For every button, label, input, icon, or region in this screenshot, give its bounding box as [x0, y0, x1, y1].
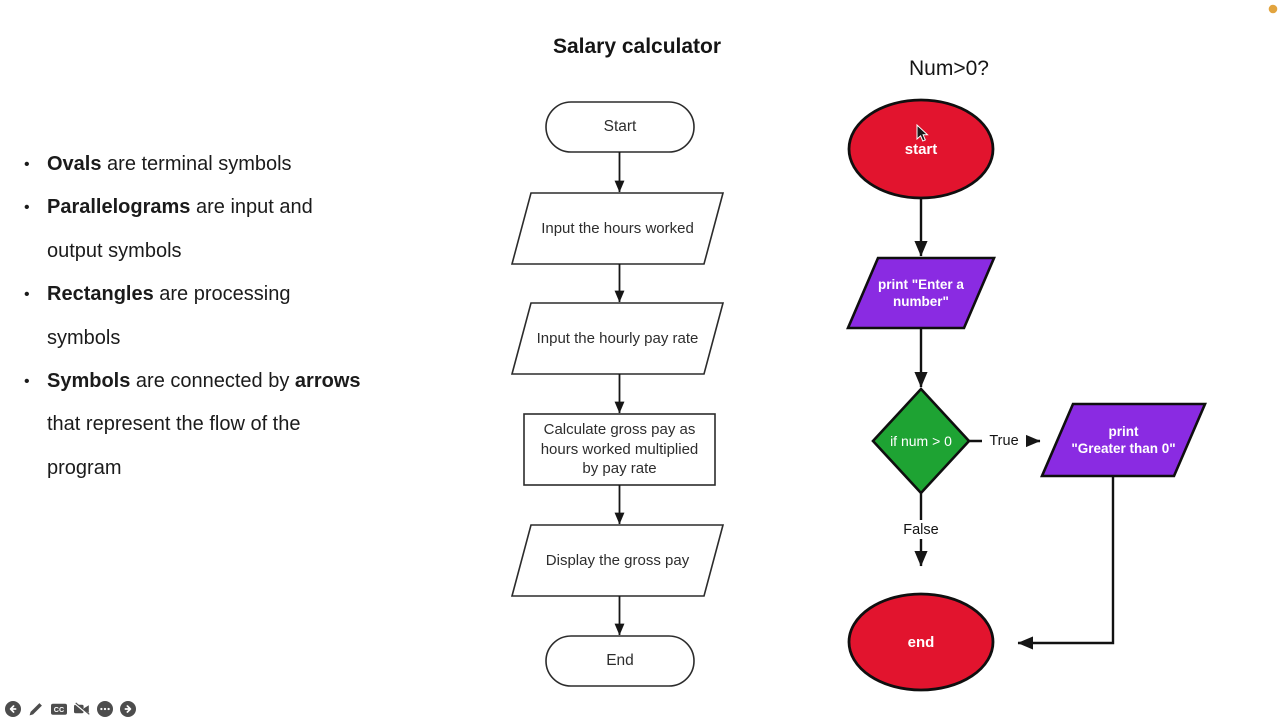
camera-off-icon	[74, 702, 90, 716]
pencil-icon	[29, 703, 42, 716]
bullet-text: symbols	[47, 326, 121, 349]
record-dot-circle	[1268, 4, 1278, 14]
next-button[interactable]	[119, 700, 137, 718]
circle-arrow-left-icon	[5, 701, 21, 717]
bullet-continuation: symbols	[24, 317, 454, 360]
bullet-marker: •	[24, 373, 30, 391]
io-input-rate-label: Input the hourly pay rate	[536, 330, 699, 347]
process-calc-line1: Calculate gross pay as	[543, 421, 696, 439]
more-options-button[interactable]	[96, 700, 114, 718]
player-toolbar: CC	[4, 700, 137, 718]
bullet-item-ovals: • Ovals are terminal symbols	[24, 143, 454, 186]
svg-text:CC: CC	[54, 705, 64, 714]
camera-off-button[interactable]	[73, 700, 91, 718]
num-print-enter-shape	[846, 256, 996, 330]
bullet-text: output symbols	[47, 239, 182, 262]
terminal-start-label: Start	[603, 118, 637, 135]
bullet-text: program	[47, 456, 122, 479]
bullet-continuation: that represent the flow of the	[24, 403, 454, 446]
bullet-text: Rectangles are processing	[47, 283, 291, 306]
annotate-button[interactable]	[27, 700, 45, 718]
num-print-greater-line1: print	[1108, 423, 1139, 439]
num-start-label: start	[904, 140, 938, 158]
ellipsis-circle-icon	[97, 701, 113, 717]
io-display-shape	[510, 524, 725, 597]
bullet-text: that represent the flow of the	[47, 413, 301, 436]
num-end-ellipse	[847, 592, 995, 692]
bullet-continuation: program	[24, 447, 454, 490]
bullet-text: Parallelograms are input and	[47, 196, 313, 219]
io-input-rate-shape	[510, 302, 725, 375]
true-branch-label: True	[982, 431, 1026, 450]
bullet-item-parallelograms: • Parallelograms are input and	[24, 186, 454, 229]
process-calc-line3: by pay rate	[582, 460, 657, 478]
circle-arrow-right-icon	[120, 701, 136, 717]
num-print-greater-label: print "Greater than 0"	[1048, 412, 1199, 468]
process-calc-line2: hours worked multiplied	[540, 440, 699, 458]
num-condition-label: if num > 0	[890, 432, 952, 449]
bullet-text: Symbols are connected by arrows	[47, 370, 361, 393]
bullet-item-symbols: • Symbols are connected by arrows	[24, 360, 454, 403]
io-input-hours-label: Input the hours worked	[541, 220, 694, 237]
bullet-marker: •	[24, 199, 30, 217]
io-display-label: Display the gross pay	[545, 552, 690, 569]
previous-button[interactable]	[4, 700, 22, 718]
terminal-end-shape	[545, 635, 695, 687]
io-input-hours-shape	[510, 192, 725, 265]
process-calc-label: Calculate gross pay as hours worked mult…	[524, 414, 715, 485]
terminal-end-label: End	[606, 652, 634, 669]
num-end-label: end	[907, 633, 935, 651]
cc-captions-icon: CC	[51, 703, 67, 715]
recording-indicator-dot	[1268, 4, 1278, 14]
bullet-marker: •	[24, 286, 30, 304]
bullet-text: Ovals are terminal symbols	[47, 153, 292, 175]
bullet-list: • Ovals are terminal symbols • Parallelo…	[24, 143, 454, 490]
num-flowchart-title: Num>0?	[909, 57, 989, 80]
num-print-greater-line2: "Greater than 0"	[1071, 441, 1176, 456]
num-print-greater-shape	[1040, 402, 1207, 478]
captions-button[interactable]: CC	[50, 700, 68, 718]
bullet-marker: •	[24, 156, 30, 173]
mouse-cursor	[916, 124, 929, 142]
num-print-enter-label: print "Enter a number"	[878, 277, 964, 309]
arrow-greater-to-end	[1017, 477, 1115, 650]
false-branch-label: False	[896, 520, 946, 539]
bullet-continuation: output symbols	[24, 230, 454, 273]
bullet-item-rectangles: • Rectangles are processing	[24, 273, 454, 316]
salary-flowchart-title: Salary calculator	[552, 35, 722, 58]
